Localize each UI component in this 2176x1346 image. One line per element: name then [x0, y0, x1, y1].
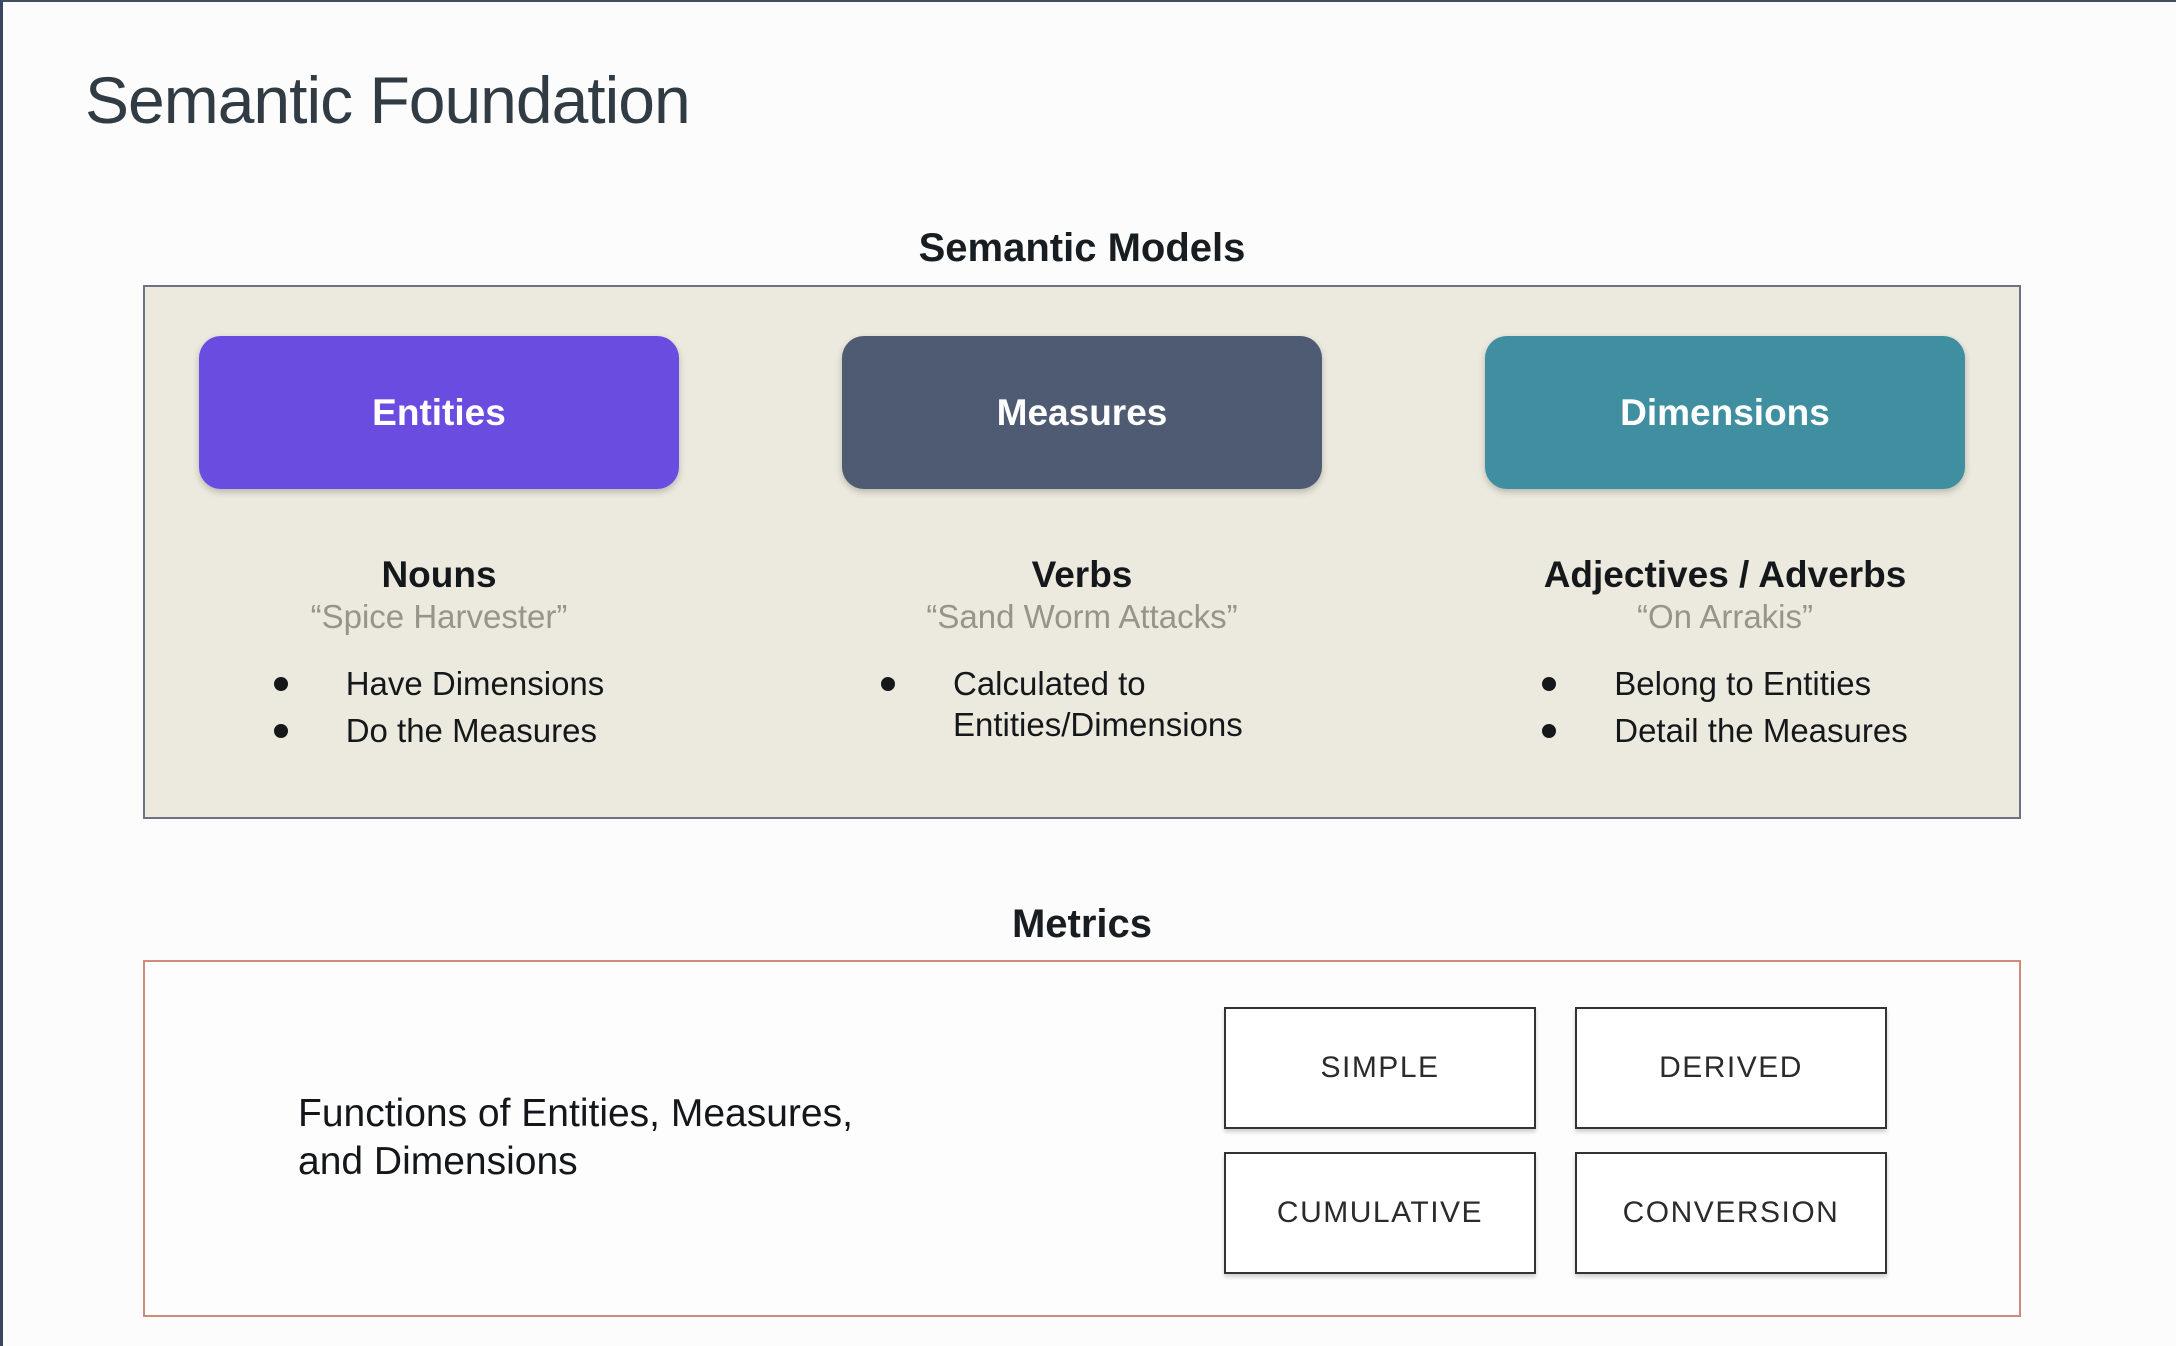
bullet-icon	[881, 677, 895, 692]
dimensions-quote: “On Arrakis”	[1636, 597, 1814, 635]
dimensions-column: Dimensions Adjectives / Adverbs “On Arra…	[1485, 336, 1965, 817]
metric-type-grid: SIMPLE DERIVED CUMULATIVE CONVERSION	[1224, 1007, 1887, 1274]
bullet-icon	[273, 677, 288, 692]
metric-card-simple: SIMPLE	[1224, 1007, 1536, 1129]
semantic-models-heading: Semantic Models	[918, 226, 1246, 270]
page-title: Semantic Foundation	[85, 63, 691, 137]
list-item: Do the Measures	[273, 711, 605, 751]
dimensions-pill: Dimensions	[1485, 336, 1965, 489]
metrics-panel: Functions of Entities, Measures, and Dim…	[143, 960, 2021, 1317]
bullet-icon	[273, 723, 288, 738]
metric-card-conversion: CONVERSION	[1575, 1152, 1887, 1274]
list-item: Calculated to Entities/Dimensions	[881, 664, 1283, 745]
entities-column: Entities Nouns “Spice Harvester” Have Di…	[199, 336, 679, 817]
entities-quote: “Spice Harvester”	[310, 597, 568, 635]
measures-pill: Measures	[842, 336, 1322, 489]
measures-quote: “Sand Worm Attacks”	[926, 597, 1238, 635]
measures-bullets: Calculated to Entities/Dimensions	[881, 664, 1283, 745]
bullet-icon	[1542, 723, 1557, 738]
bullet-label: Calculated to Entities/Dimensions	[953, 665, 1243, 743]
list-item: Have Dimensions	[273, 664, 605, 704]
measures-heading: Verbs	[1031, 554, 1133, 595]
metrics-description: Functions of Entities, Measures, and Dim…	[298, 1090, 853, 1187]
metric-card-derived: DERIVED	[1575, 1007, 1887, 1129]
bullet-label: Have Dimensions	[345, 665, 605, 703]
dimensions-bullets: Belong to Entities Detail the Measures	[1542, 664, 1908, 751]
list-item: Belong to Entities	[1542, 664, 1907, 704]
metric-card-cumulative: CUMULATIVE	[1224, 1152, 1536, 1274]
measures-column: Measures Verbs “Sand Worm Attacks” Calcu…	[842, 336, 1322, 817]
semantic-models-panel: Entities Nouns “Spice Harvester” Have Di…	[143, 285, 2021, 819]
bullet-icon	[1542, 677, 1557, 692]
metrics-description-line2: and Dimensions	[298, 1140, 578, 1184]
dimensions-heading: Adjectives / Adverbs	[1543, 554, 1907, 595]
entities-pill: Entities	[199, 336, 679, 489]
metrics-heading: Metrics	[1011, 902, 1153, 946]
list-item: Detail the Measures	[1542, 711, 1908, 751]
entities-heading: Nouns	[381, 554, 497, 595]
metrics-description-line1: Functions of Entities, Measures,	[298, 1092, 853, 1135]
bullet-label: Do the Measures	[345, 711, 597, 749]
bullet-label: Detail the Measures	[1614, 711, 1908, 749]
bullet-label: Belong to Entities	[1614, 665, 1872, 703]
entities-bullets: Have Dimensions Do the Measures	[273, 664, 605, 751]
